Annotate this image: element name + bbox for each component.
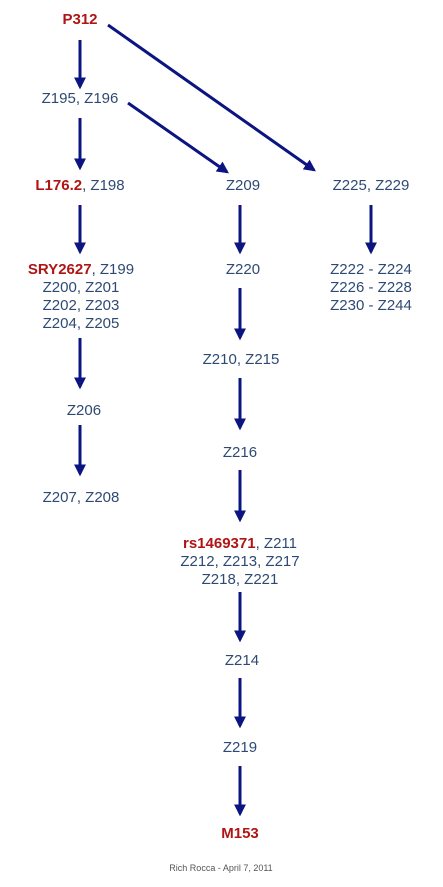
author-credit: Rich Rocca - April 7, 2011 [169,863,273,873]
arrow-p312-to-z225 [107,23,316,172]
node-rs1469371-rest: , Z211 [255,535,297,552]
node-m153-name: M153 [221,825,259,842]
node-z222-line-2: Z226 - Z228 [330,279,412,296]
node-rs1469371-line-1: Z212, Z213, Z217 [180,553,300,570]
node-z207: Z207, Z208 [43,489,120,507]
node-rs1469371: rs1469371, Z211 Z212, Z213, Z217 Z218, Z… [180,535,299,589]
node-z206-label: Z206 [66,402,102,419]
node-z210-label: Z210, Z215 [202,351,280,368]
node-m153: M153 [221,825,259,843]
node-sry2627: SRY2627, Z199 Z200, Z201 Z202, Z203 Z204… [28,261,134,333]
node-l176-name: L176.2 [35,177,83,194]
node-z216: Z216 [223,444,257,462]
node-sry2627-rest: , Z199 [91,261,135,278]
node-z220-label: Z220 [225,261,261,278]
node-l176-rest: , Z198 [82,177,125,194]
node-p312-name: P312 [62,11,98,28]
node-sry2627-name: SRY2627 [27,261,92,278]
node-rs1469371-line-2: Z218, Z221 [201,571,279,588]
node-sry2627-line-1: Z200, Z201 [42,279,120,296]
arrow-z195-to-z209 [127,101,229,174]
node-z219-label: Z219 [222,739,258,756]
node-sry2627-line-3: Z204, Z205 [42,315,120,332]
node-z220: Z220 [226,261,260,279]
node-sry2627-line-2: Z202, Z203 [42,297,120,314]
node-z195-label: Z195, Z196 [41,90,119,107]
node-z216-label: Z216 [222,444,258,461]
node-z210: Z210, Z215 [203,351,280,369]
node-z206: Z206 [67,402,101,420]
node-z209-label: Z209 [225,177,261,194]
node-z209: Z209 [226,177,260,195]
node-z214-label: Z214 [224,652,260,669]
node-z195: Z195, Z196 [42,90,119,108]
node-z222-line-1: Z222 - Z224 [330,261,412,278]
node-rs1469371-name: rs1469371 [183,535,256,552]
node-z225-label: Z225, Z229 [332,177,410,194]
node-z222: Z222 - Z224 Z226 - Z228 Z230 - Z244 [330,261,412,315]
node-z214: Z214 [225,652,259,670]
node-z219: Z219 [223,739,257,757]
node-p312: P312 [62,11,97,29]
node-z222-line-3: Z230 - Z244 [330,297,412,314]
node-l176: L176.2, Z198 [35,177,124,195]
node-z207-label: Z207, Z208 [42,489,120,506]
node-z225: Z225, Z229 [333,177,410,195]
